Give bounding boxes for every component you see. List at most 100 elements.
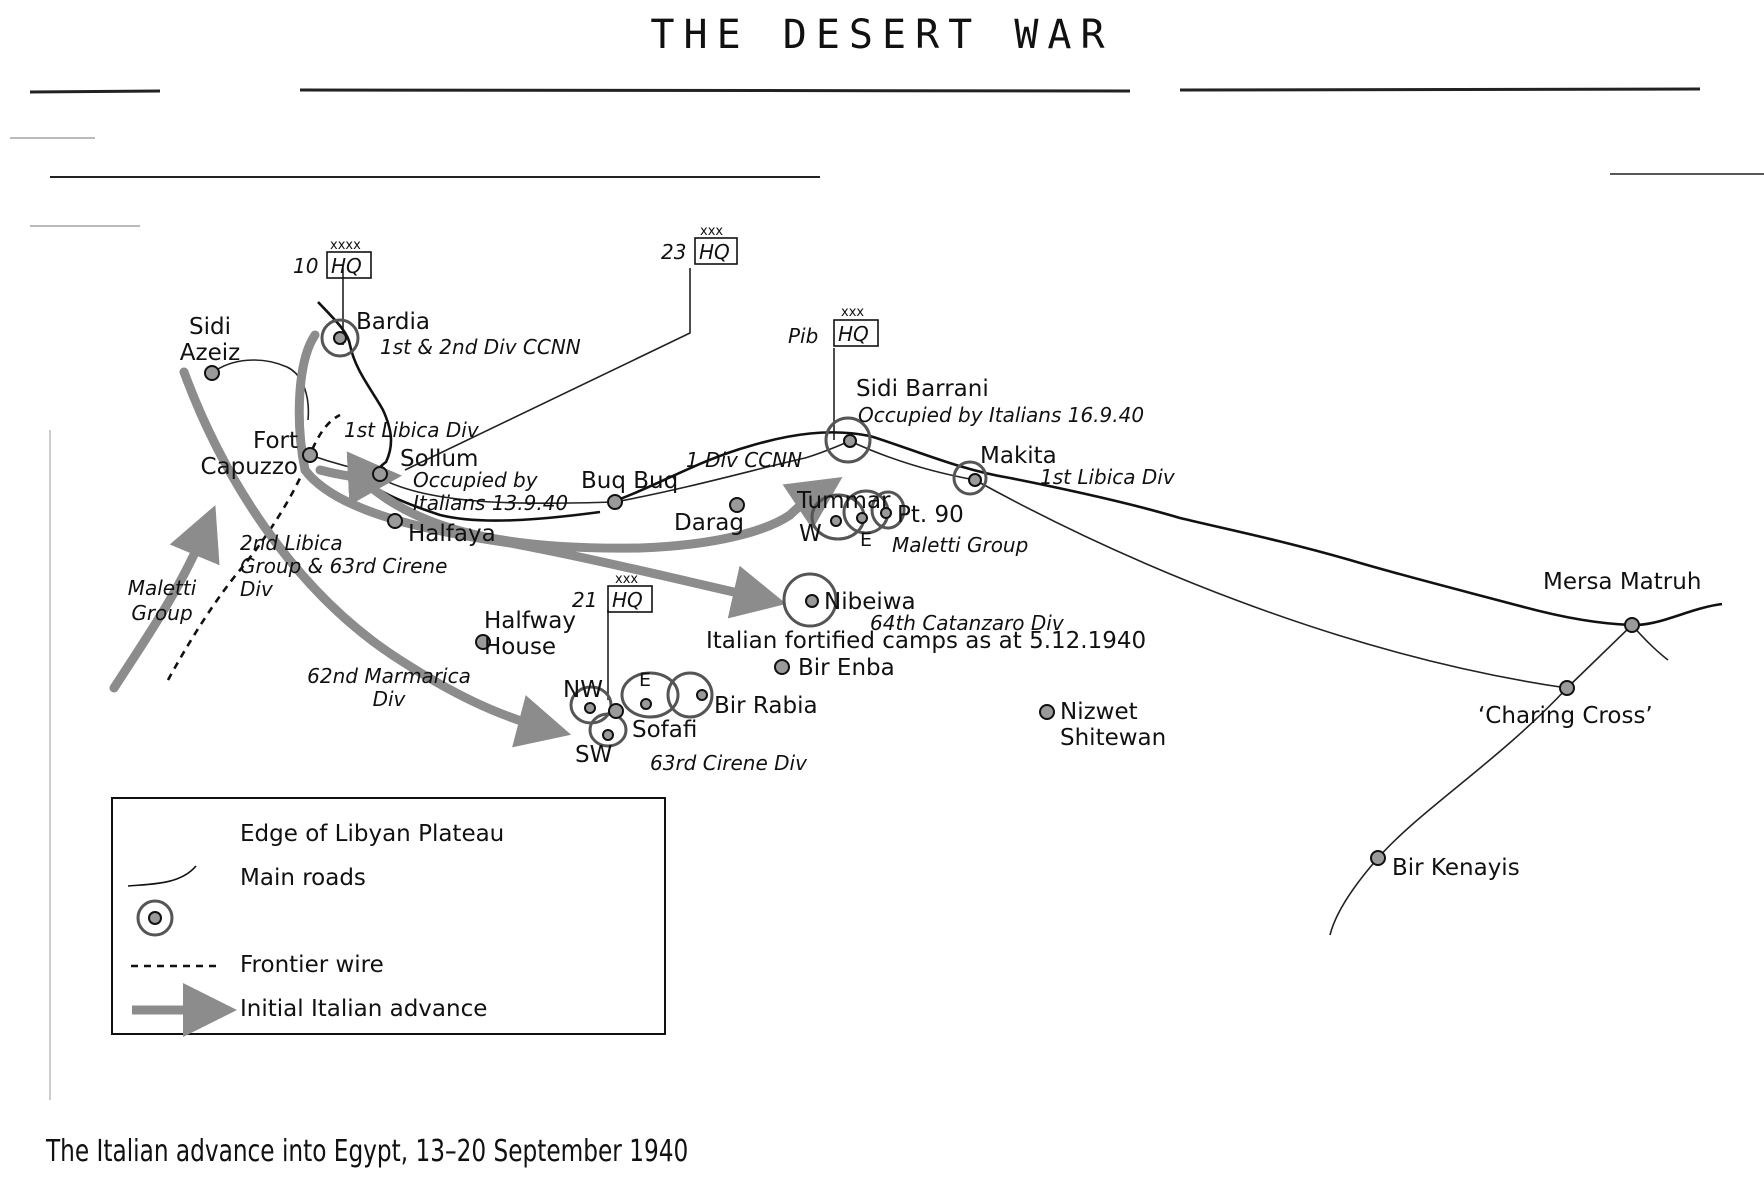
hq-marker-pib: xxx HQ Pib (788, 305, 879, 348)
label-mersa-matruh: Mersa Matruh (1543, 569, 1701, 595)
label-cirene-63: 63rd Cirene Div (650, 751, 808, 775)
hq-marker-10: xxxx HQ 10 (293, 238, 372, 279)
svg-text:HQ: HQ (331, 254, 362, 278)
page-rules (10, 87, 1764, 1100)
svg-text:Initial Italian advance: Initial Italian advance (240, 996, 487, 1022)
legend-item-fortified-camp (136, 899, 174, 937)
site-dot-charing-cross (1559, 680, 1575, 696)
label-bir-rabia: Bir Rabia (714, 693, 818, 719)
svg-text:Pib: Pib (788, 324, 818, 348)
label-sidi-barrani-occupied: Occupied by Italians 16.9.40 (858, 403, 1144, 427)
camp-ring-pt90 (870, 490, 906, 530)
label-pt90: Pt. 90 (897, 502, 964, 528)
advance-arrow-coast (367, 477, 843, 553)
legend-item-frontier-wire: Frontier wire (131, 952, 384, 978)
label-bir-kenayis: Bir Kenayis (1392, 855, 1520, 881)
site-dot-sidi-azeiz (204, 365, 220, 381)
svg-text:Edge of Libyan Plateau: Edge of Libyan Plateau (240, 821, 504, 847)
label-bir-enba: Bir Enba (798, 655, 895, 681)
site-dot-halfway-house (475, 634, 491, 650)
svg-text:10: 10 (293, 254, 318, 278)
camp-ring-sidi-barrani (824, 416, 872, 464)
legend: Edge of Libyan Plateau Main roads Fronti… (111, 797, 666, 1037)
label-buq-buq: Buq Buq (581, 468, 678, 494)
site-dot-pt90 (880, 507, 892, 519)
legend-symbol-camp-ring (136, 899, 174, 937)
road-sidi-barrani-makita (849, 440, 976, 481)
fortified-camps (320, 318, 988, 748)
advance-arrow-maletti (109, 505, 220, 693)
label-darag: Darag (674, 510, 744, 536)
road-charing-cross-matruh (1566, 624, 1633, 689)
site-dot-sofafi-e (640, 698, 652, 710)
site-dot-halfaya (387, 513, 403, 529)
svg-text:Frontier wire: Frontier wire (240, 952, 384, 978)
site-dot-tummar-w (830, 515, 842, 527)
hq-marker-23: xxx HQ 23 (661, 224, 738, 265)
label-nibeiwa: Nibeiwa (824, 589, 916, 615)
advance-arrow-libica (294, 330, 787, 619)
site-dot-nibeiwa (805, 594, 819, 608)
svg-text:23: 23 (661, 240, 686, 264)
site-dot-nizwet (1039, 704, 1055, 720)
site-dot-sofafi-nw (584, 702, 596, 714)
legend-item-plateau-edge: Edge of Libyan Plateau (240, 821, 504, 847)
advance-arrow-fort (315, 451, 402, 506)
svg-text:HQ: HQ (699, 240, 730, 264)
road-sidi-azeiz (211, 359, 310, 421)
site-dot-sofafi (608, 703, 624, 719)
label-sofafi-sw: SW (575, 742, 612, 768)
label-charing-cross: ‘Charing Cross’ (1478, 703, 1653, 729)
site-dot-sofafi-sw (602, 729, 614, 741)
label-sidi-barrani: Sidi Barrani (856, 376, 989, 402)
legend-item-advance: Initial Italian advance (132, 983, 487, 1037)
road-charing-cross-bir-kenayis (1329, 687, 1568, 936)
site-dot-bardia (333, 331, 347, 345)
label-maletti-group-east: Maletti Group (892, 533, 1028, 557)
label-libica-1-west: 1st Libica Div (344, 418, 480, 442)
site-dot-buq-buq (607, 494, 623, 510)
label-makita: Makita (980, 443, 1057, 469)
legend-symbol-main-road (127, 865, 197, 887)
site-dot-bir-enba (774, 659, 790, 675)
camp-ring-sofafi-e (620, 671, 680, 719)
svg-text:xxxx: xxxx (330, 238, 361, 253)
legend-box (111, 797, 666, 1035)
site-dot-bir-rabia (696, 689, 708, 701)
site-dot-makita (968, 473, 982, 487)
label-catanzaro-64: 64th Catanzaro Div (870, 611, 1065, 635)
svg-text:xxx: xxx (615, 572, 638, 587)
label-libica-1-east: 1st Libica Div (1040, 465, 1176, 489)
label-sollum: Sollum (400, 446, 478, 472)
site-dot-fort-capuzzo (302, 447, 318, 463)
legend-item-main-roads: Main roads (127, 865, 366, 891)
label-ccnn-1-2: 1st & 2nd Div CCNN (380, 335, 581, 359)
label-sofafi-e: E (639, 669, 651, 691)
label-bardia: Bardia (356, 309, 430, 335)
svg-text:xxx: xxx (841, 305, 864, 320)
unit-labels: 1st & 2nd Div CCNN 1st Libica Div Occupi… (128, 335, 1176, 775)
camp-ring-makita (952, 460, 988, 496)
road-makita-charing-cross (974, 479, 1568, 689)
site-dot-sidi-barrani (843, 434, 857, 448)
site-dot-mersa-matruh (1624, 617, 1640, 633)
label-sofafi: Sofafi (632, 717, 697, 743)
advance-arrows (109, 330, 843, 748)
svg-text:Main roads: Main roads (240, 865, 366, 891)
site-dot-darag (729, 497, 745, 513)
site-dot-tummar-e (856, 512, 868, 524)
camp-ring-bardia (320, 318, 360, 358)
label-halfaya: Halfaya (408, 521, 496, 547)
label-tummar-w: W (799, 521, 822, 547)
svg-text:xxx: xxx (700, 224, 723, 239)
legend-symbol-camp-dot (148, 911, 162, 925)
